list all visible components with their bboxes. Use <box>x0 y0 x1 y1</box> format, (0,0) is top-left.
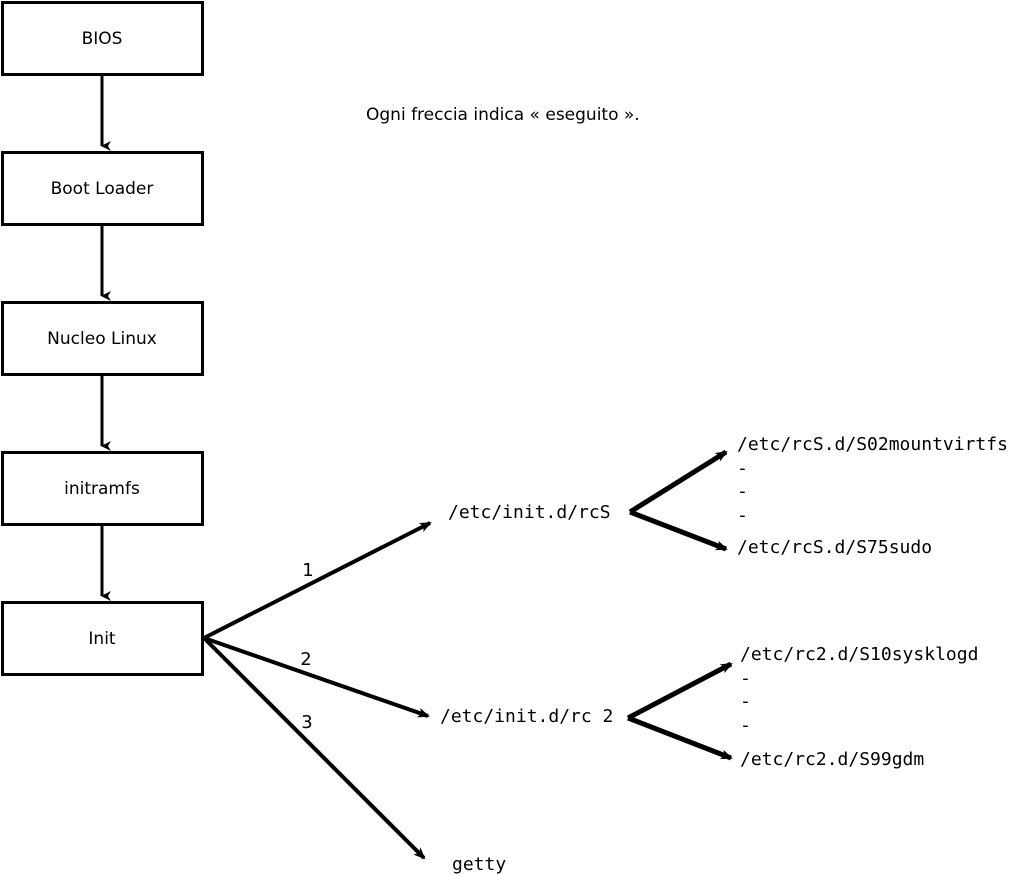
arrow-number-3: 3 <box>301 712 312 733</box>
arrow-number-1: 1 <box>302 560 313 581</box>
arrow-number-2: 2 <box>300 649 311 670</box>
arrow-rc2-to-last-script <box>627 715 733 761</box>
rcs-ellipsis-dot-1: - <box>737 458 748 479</box>
box-kernel-label: Nucleo Linux <box>47 329 157 349</box>
box-kernel: Nucleo Linux <box>1 301 204 376</box>
box-boot-loader-label: Boot Loader <box>51 179 154 199</box>
box-init: Init <box>1 601 204 676</box>
arrow-rc2-to-first-script <box>626 661 733 721</box>
arrow-init-to-rc2 <box>203 636 430 718</box>
rc2-ellipsis-dot-2: - <box>740 691 751 712</box>
box-boot-loader-rect <box>1 151 204 226</box>
box-init-label: Init <box>88 629 116 649</box>
box-initramfs-rect <box>1 451 204 526</box>
label-rc2-first-script: /etc/rc2.d/S10sysklogd <box>740 644 978 665</box>
label-etc-init-d-rc2: /etc/init.d/rc 2 <box>440 706 613 727</box>
box-init-rect <box>1 601 204 676</box>
label-rc2-last-script: /etc/rc2.d/S99gdm <box>740 749 924 770</box>
arrow-rcs-to-first-script <box>628 449 728 515</box>
label-rcs-first-script: /etc/rcS.d/S02mountvirtfs <box>737 434 1008 455</box>
box-initramfs: initramfs <box>1 451 204 526</box>
arrow-rcs-to-last-script <box>629 509 728 552</box>
box-initramfs-label: initramfs <box>64 479 140 499</box>
arrow-init-to-getty <box>202 636 426 860</box>
box-kernel-rect <box>1 301 204 376</box>
box-bios: BIOS <box>1 1 204 76</box>
label-etc-init-d-rcs: /etc/init.d/rcS <box>448 502 611 523</box>
label-rcs-last-script: /etc/rcS.d/S75sudo <box>737 537 932 558</box>
box-bios-label: BIOS <box>82 29 123 49</box>
box-bios-rect <box>1 1 204 76</box>
rc2-ellipsis-dot-3: - <box>740 715 751 736</box>
arrow-init-to-rcs <box>203 521 432 640</box>
rcs-ellipsis-dot-2: - <box>737 481 748 502</box>
rcs-ellipsis-dot-3: - <box>737 505 748 526</box>
rc2-ellipsis-dot-1: - <box>740 668 751 689</box>
caption-every-arrow-means-executed: Ogni freccia indica « eseguito ». <box>366 105 640 125</box>
box-boot-loader: Boot Loader <box>1 151 204 226</box>
label-getty: getty <box>452 854 506 875</box>
